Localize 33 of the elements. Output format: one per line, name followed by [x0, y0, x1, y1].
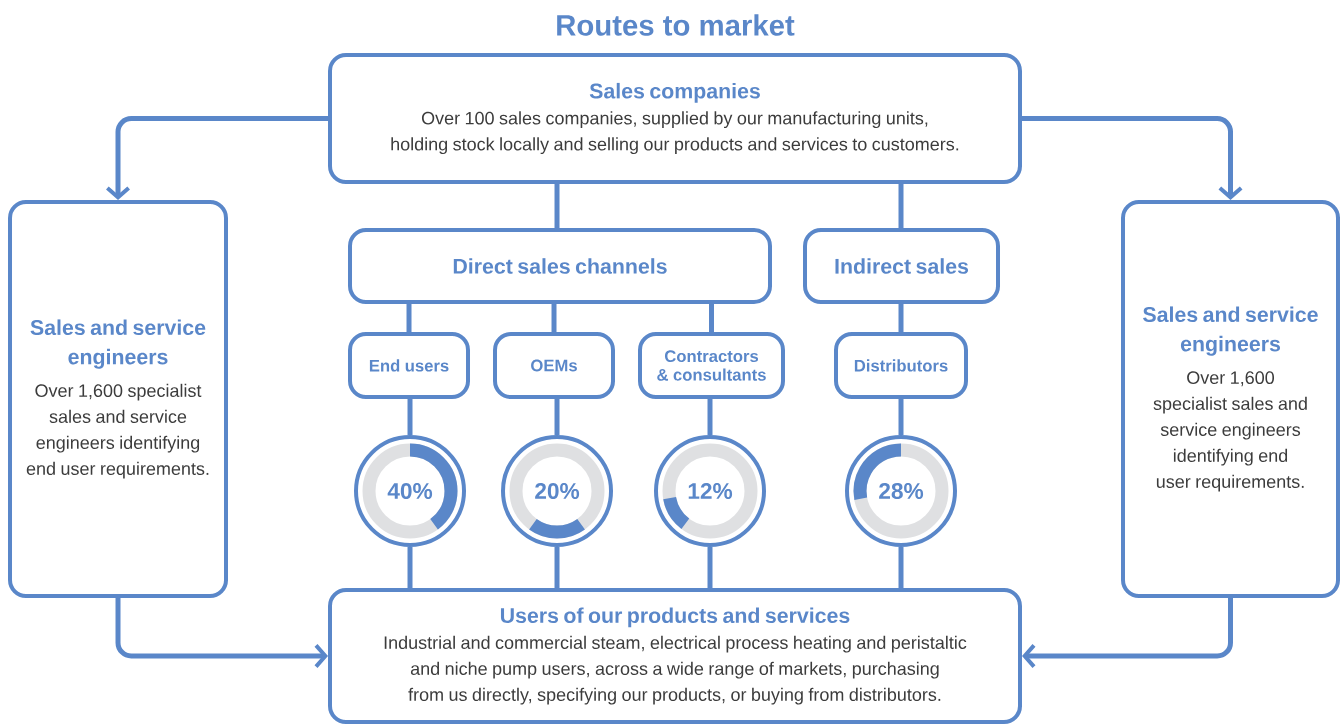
arrow [115, 598, 328, 668]
channel-box: End users [348, 332, 470, 399]
connector-line [407, 399, 413, 435]
connector-line [707, 547, 713, 588]
connector-line [898, 184, 904, 228]
connector-line [406, 304, 412, 332]
connector-line [554, 184, 560, 228]
arrow [1022, 598, 1233, 668]
title: Routes to market [557, 14, 795, 36]
connector-line [554, 547, 560, 588]
connector-line [554, 399, 560, 435]
channel-box: Contractors & consultants [638, 332, 785, 399]
connector-line [898, 399, 904, 435]
info-box: Users of our products and services Industrial and commercial steam, electrical process heating and peristaltic and niche pump users, across a wide range of markets, purchasing from us directly, specifying our products, or buying from distributors. [328, 588, 1022, 724]
donut-chart: 40% [354, 435, 466, 547]
channel-box: Distributors [834, 332, 968, 399]
connector-line [709, 304, 714, 332]
info-box: Sales and service engineers Over 1,600 specialist sales and service engineers identifying end user requirements. [1121, 200, 1340, 598]
connector-line [407, 547, 413, 588]
connector-line [707, 399, 713, 435]
connector-line [898, 547, 904, 588]
info-box: Sales and service engineers Over 1,600 specialist sales and service engineers identifying end user requirements. [8, 200, 228, 598]
arrow [106, 116, 328, 200]
channel-box: OEMs [493, 332, 615, 399]
info-box: Sales companies Over 100 sales companies, supplied by our manufacturing units, holding stock locally and selling our products and services to customers. [328, 53, 1022, 184]
arrow [1022, 116, 1243, 200]
connector-line [898, 304, 904, 332]
donut-chart: 28% [845, 435, 957, 547]
channel-box: Indirect sales [803, 228, 1000, 304]
donut-chart: 12% [654, 435, 766, 547]
channel-box: Direct sales channels [348, 228, 772, 304]
connector-line [551, 304, 557, 332]
donut-chart: 20% [501, 435, 613, 547]
